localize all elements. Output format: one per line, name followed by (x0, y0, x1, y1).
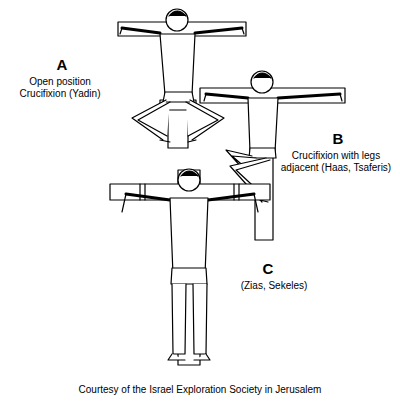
position-note: (Zias, Sekeles) (226, 280, 322, 292)
figure-letter: C (256, 260, 280, 277)
position-note: Crucifixion with legs adjacent (Haas, Ts… (278, 150, 394, 173)
figure-letter: B (326, 130, 350, 147)
figure-a (118, 9, 246, 148)
figure-letter: A (50, 56, 74, 73)
position-note: Open position Crucifixion (Yadin) (18, 76, 102, 99)
caption: Courtesy of the Israel Exploration Socie… (4, 384, 396, 396)
figure-c (110, 169, 270, 365)
